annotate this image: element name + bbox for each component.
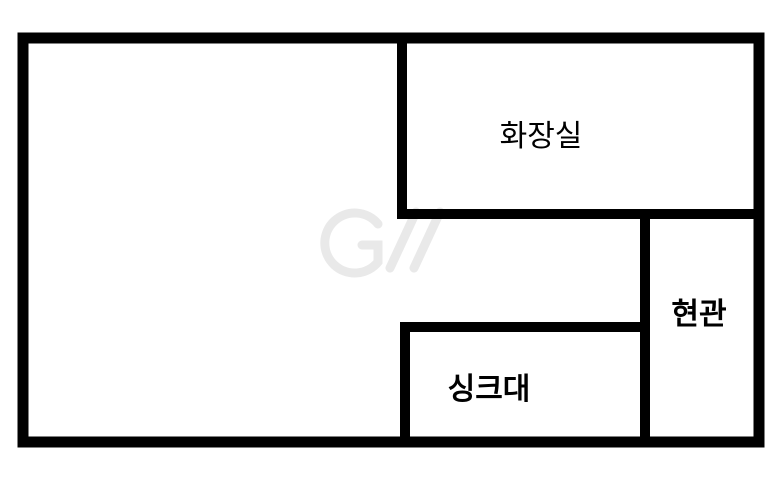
sink-wall bbox=[400, 322, 650, 447]
entrance-label: 현관 bbox=[671, 297, 726, 332]
watermark-logo bbox=[320, 207, 445, 278]
sink-label: 싱크대 bbox=[448, 372, 531, 407]
bathroom-label: 화장실 bbox=[500, 119, 583, 154]
outer-wall bbox=[17, 32, 765, 448]
